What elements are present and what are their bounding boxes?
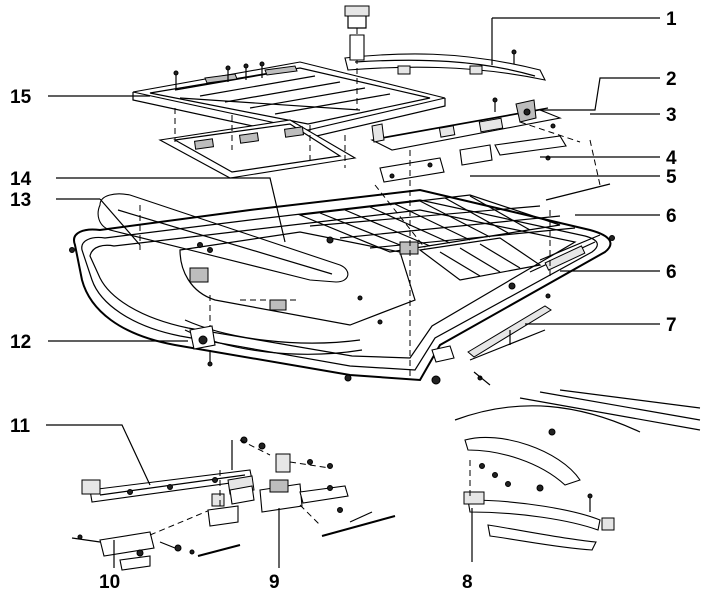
callout-10: 10 <box>99 572 120 593</box>
callout-labels: 1 2 3 4 5 6 6 7 8 9 10 11 12 13 14 15 <box>10 9 677 593</box>
callout-8: 8 <box>462 572 473 593</box>
part-11-guide-rail <box>81 436 271 503</box>
callout-12: 12 <box>10 332 31 353</box>
assembly-guide-lines <box>209 150 551 380</box>
callout-2: 2 <box>666 69 677 90</box>
callout-6-lower: 6 <box>666 262 677 283</box>
part-9-lift-bracket <box>259 453 396 537</box>
parts-2-5-mechanism <box>370 97 611 201</box>
part-1-wind-deflector <box>344 49 547 81</box>
roof-frame <box>69 188 615 382</box>
part-13-front-deflector <box>97 193 349 283</box>
part-15-sunroof-panel <box>132 61 446 139</box>
callout-6-upper: 6 <box>666 206 677 227</box>
callout-14: 14 <box>10 169 32 190</box>
callout-3: 3 <box>666 105 677 126</box>
callout-15: 15 <box>10 87 32 108</box>
part-7-cable-guide <box>431 293 552 386</box>
lower-mid-parts <box>207 470 255 527</box>
callout-7: 7 <box>666 315 677 336</box>
callout-11: 11 <box>10 416 31 437</box>
callout-4: 4 <box>666 148 677 169</box>
callout-9: 9 <box>269 572 280 593</box>
top-cap-part <box>344 5 370 110</box>
callout-13: 13 <box>10 190 31 211</box>
callout-1: 1 <box>666 9 677 30</box>
part-12-bracket <box>189 325 216 367</box>
callout-5: 5 <box>666 167 677 188</box>
callout-leaders <box>46 17 660 568</box>
part-8-detail <box>454 389 701 551</box>
part-15-lower-tray <box>158 108 357 179</box>
